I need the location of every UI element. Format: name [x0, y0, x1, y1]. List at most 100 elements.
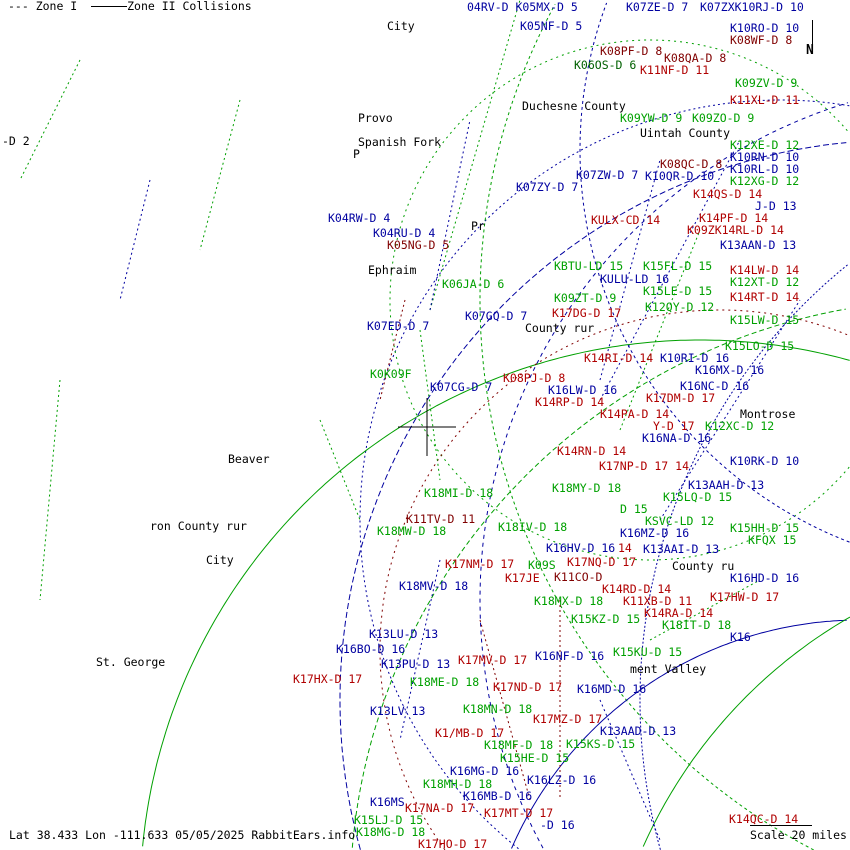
station-label[interactable]: K13PU-D 13 — [381, 657, 451, 671]
station-label[interactable]: K15KU-D 15 — [613, 645, 683, 659]
station-label[interactable]: K10RI-D 16 — [660, 351, 730, 365]
station-label[interactable]: K07ZW-D 7 — [576, 168, 639, 182]
station-label[interactable]: K08QC-D 8 — [660, 157, 723, 171]
station-label[interactable]: K14RT-D 14 — [730, 290, 800, 304]
station-label[interactable]: K11NF-D 11 — [640, 63, 710, 77]
station-label[interactable]: K17ND-D 17 — [493, 680, 563, 694]
station-label[interactable]: K1/MB-D 17 — [435, 726, 505, 740]
station-label[interactable]: K17MZ-D 17 — [533, 712, 603, 726]
station-label[interactable]: K09S — [528, 558, 556, 572]
station-label[interactable]: K12QY-D 12 — [645, 300, 715, 314]
station-label[interactable]: K16NC-D 16 — [680, 379, 750, 393]
station-label[interactable]: K16HD-D 16 — [730, 571, 800, 585]
station-label[interactable]: K18ME-D 18 — [410, 675, 480, 689]
station-label[interactable]: K12XG-D 12 — [730, 174, 800, 188]
station-label[interactable]: K17MV-D 17 — [458, 653, 528, 667]
station-label[interactable]: K16LW-D 16 — [548, 383, 618, 397]
station-label[interactable]: K16BO-D 16 — [336, 642, 406, 656]
station-label[interactable]: K07CG-D 7 — [430, 380, 493, 394]
station-label[interactable]: K16MX-D 16 — [695, 363, 765, 377]
station-label[interactable]: K17HX-D 17 — [293, 672, 363, 686]
station-label[interactable]: K09ZT-D 9 — [554, 291, 617, 305]
station-label[interactable]: K14QC-D 14 — [729, 812, 799, 826]
station-label[interactable]: K17HO-D 17 — [418, 837, 488, 850]
station-label[interactable]: K15LO-D 15 — [725, 339, 795, 353]
station-label[interactable]: K15KS-D 15 — [566, 737, 636, 751]
station-label[interactable]: K16LZ-D 16 — [527, 773, 597, 787]
station-label[interactable]: K15LW-D 15 — [730, 313, 800, 327]
station-label[interactable]: K04RW-D 4 — [328, 211, 391, 225]
station-label[interactable]: K16NF-D 16 — [535, 649, 605, 663]
station-label[interactable]: K18IT-D 18 — [662, 618, 732, 632]
station-label[interactable]: K18MX-D 18 — [534, 594, 604, 608]
station-label[interactable]: K14LW-D 14 — [730, 263, 800, 277]
station-label[interactable]: K10RN-D 10 — [730, 150, 800, 164]
station-label[interactable]: 04RV-D K05MX-D 5 — [467, 0, 578, 14]
station-label[interactable]: K17HW-D 17 — [710, 590, 780, 604]
station-label[interactable]: 14 — [618, 541, 632, 555]
station-label[interactable]: K17JE — [505, 571, 540, 585]
station-label[interactable]: K10RO-D 10 — [730, 21, 800, 35]
station-label[interactable]: K12XC-D 12 — [705, 419, 775, 433]
station-label[interactable]: K14QS-D 14 — [693, 187, 763, 201]
station-label[interactable]: K10RK-D 10 — [730, 454, 800, 468]
station-label[interactable]: K11XL-D 11 — [730, 93, 800, 107]
station-label[interactable]: K07ZE-D 7 — [626, 0, 689, 14]
station-label[interactable]: K07GQ-D 7 — [465, 309, 528, 323]
station-label[interactable]: K16MD-D 16 — [577, 682, 647, 696]
station-label[interactable]: K07ED-D 7 — [367, 319, 430, 333]
station-label[interactable]: K11XB-D 11 — [623, 594, 693, 608]
station-label[interactable]: K13LU-D 13 — [369, 627, 439, 641]
station-label[interactable]: K05NF-D 5 — [520, 19, 583, 33]
station-label[interactable]: KULU-LD 16 — [600, 272, 670, 286]
station-label[interactable]: K15KZ-D 15 — [571, 612, 641, 626]
station-label[interactable]: K06OS-D 6 — [574, 58, 637, 72]
station-label[interactable]: K07ZXK10RJ-D 10 — [700, 0, 804, 14]
station-label[interactable]: K18MI-D 18 — [424, 486, 494, 500]
station-label[interactable]: K08PJ-D 8 — [503, 371, 566, 385]
station-label[interactable]: Y-D 17 — [653, 419, 695, 433]
station-label[interactable]: K07ZY-D 7 — [516, 180, 579, 194]
station-label[interactable]: K16MS — [370, 795, 405, 809]
station-label[interactable]: K18MV-D 18 — [399, 579, 469, 593]
station-label[interactable]: K14RD-D 14 — [602, 582, 672, 596]
station-label[interactable]: K12XE-D 12 — [730, 138, 800, 152]
station-label[interactable]: -D 16 — [540, 818, 575, 832]
station-label[interactable]: K17DG-D 17 — [552, 306, 622, 320]
station-label[interactable]: K14RI-D 14 — [584, 351, 654, 365]
station-label[interactable]: K14RP-D 14 — [535, 395, 605, 409]
station-label[interactable]: K08QA-D 8 — [664, 51, 727, 65]
station-label[interactable]: K09YW-D 9 — [620, 111, 683, 125]
station-label[interactable]: K15LE-D 15 — [643, 284, 713, 298]
station-label[interactable]: K06JA-D 6 — [442, 277, 505, 291]
station-label[interactable]: K14PA-D 14 — [600, 407, 670, 421]
station-label[interactable]: KBTU-LD 15 — [554, 259, 624, 273]
station-label[interactable]: K10QR-D 10 — [645, 169, 715, 183]
station-label[interactable]: K11TV-D 11 — [406, 512, 476, 526]
station-label[interactable]: K16 — [730, 630, 751, 644]
station-label[interactable]: K09ZK14RL-D 14 — [687, 223, 784, 237]
station-label[interactable]: K14PF-D 14 — [699, 211, 769, 225]
station-label[interactable]: KSVC-LD 12 — [645, 514, 715, 528]
station-label[interactable]: K15LJ-D 15 — [354, 813, 424, 827]
station-label[interactable]: KULX-CD 14 — [591, 213, 661, 227]
station-label[interactable]: K13AAH-D 13 — [688, 478, 765, 492]
station-label[interactable]: K18MH-D 18 — [423, 777, 493, 791]
station-label[interactable]: K16MB-D 16 — [463, 789, 533, 803]
station-label[interactable]: K14RA-D 14 — [644, 606, 714, 620]
station-label[interactable]: K13LV 13 — [370, 704, 426, 718]
station-label[interactable]: K17NQ-D 17 — [567, 555, 637, 569]
station-label[interactable]: K17NM-D 17 — [445, 557, 515, 571]
station-label[interactable]: K13AAN-D 13 — [720, 238, 797, 252]
station-label[interactable]: K15HH-D 15 — [730, 521, 800, 535]
station-label[interactable]: K13AAI-D 13 — [643, 542, 720, 556]
station-label[interactable]: K17DM-D 17 — [646, 391, 716, 405]
station-label[interactable]: K18MY-D 18 — [552, 481, 622, 495]
station-label[interactable]: K16MG-D 16 — [450, 764, 520, 778]
station-label[interactable]: KFQX 15 — [748, 533, 797, 547]
station-label[interactable]: K15FL-D 15 — [643, 259, 713, 273]
station-label[interactable]: K17NA-D 17 — [405, 801, 475, 815]
station-label[interactable]: K15HE-D 15 — [500, 751, 570, 765]
station-label[interactable]: K17MT-D 17 — [484, 806, 554, 820]
